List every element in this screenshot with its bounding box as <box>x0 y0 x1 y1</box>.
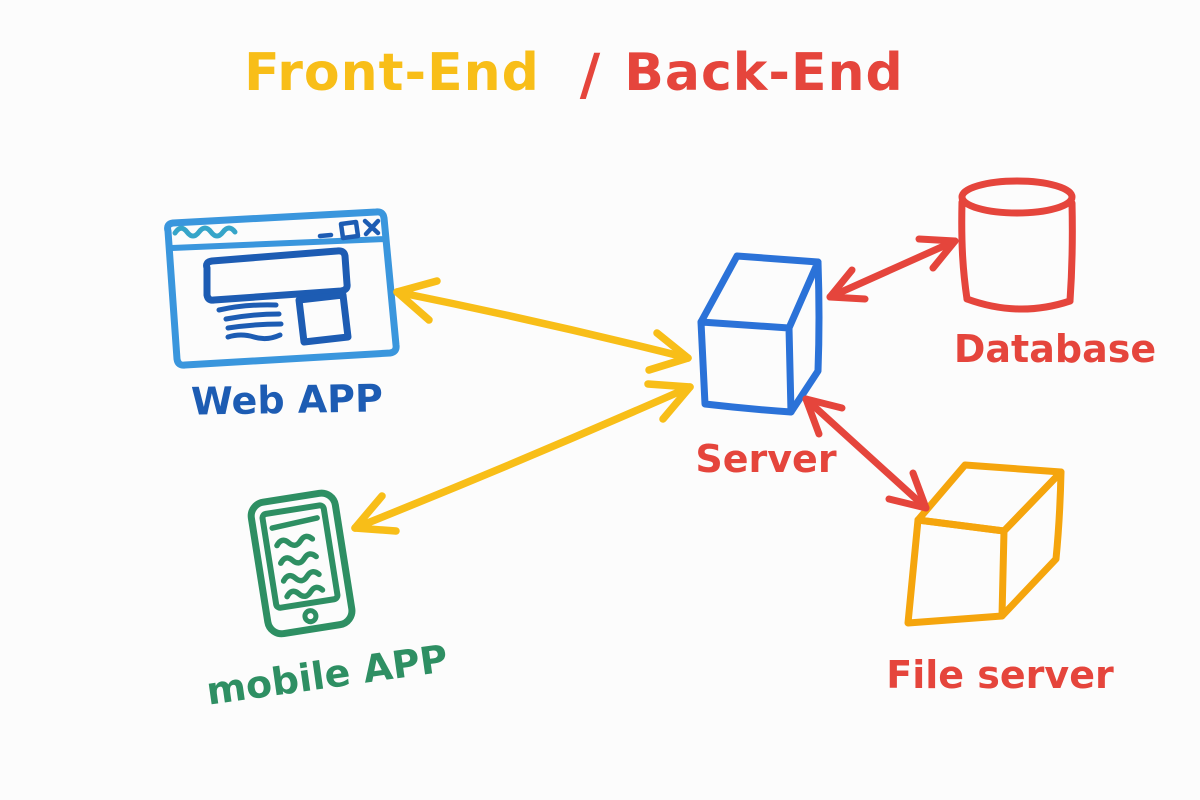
browser-titlebar-divider <box>169 236 389 251</box>
smartphone-sketch <box>247 489 356 638</box>
arrowhead-toward-webapp <box>393 277 441 324</box>
arrow-line <box>351 383 694 532</box>
server-side-face <box>787 258 823 416</box>
phone-screen <box>259 502 341 611</box>
maximize-icon <box>338 219 361 241</box>
content-image-block <box>295 291 352 346</box>
browser-window-controls <box>317 218 381 241</box>
content-text-line <box>223 311 282 322</box>
file-server-box-sketch <box>904 461 1065 627</box>
cylinder-bottom <box>963 295 1074 313</box>
browser-outer-frame <box>164 208 400 369</box>
browser-url-squiggle <box>172 225 238 239</box>
server-label: Server <box>695 437 836 481</box>
server-node: Server <box>695 252 837 481</box>
connection-arrows <box>351 235 959 535</box>
arrow-line <box>826 237 959 301</box>
arrow-mobileapp-server <box>351 380 694 535</box>
database-label: Database <box>954 327 1156 371</box>
screen-squiggle-line <box>284 584 326 600</box>
arrowhead-toward-server <box>644 380 694 423</box>
browser-page-content <box>203 247 352 346</box>
content-text-line <box>216 302 279 313</box>
database-cylinder-sketch <box>958 177 1076 313</box>
arrow-server-database <box>826 235 959 303</box>
content-text-line <box>225 321 284 331</box>
server-box-sketch <box>697 252 823 416</box>
arrowhead-toward-server <box>802 395 846 438</box>
mobile-app-label: mobile APP <box>204 636 451 713</box>
file-server-label: File server <box>886 653 1114 697</box>
web-app-node: Web APP <box>164 208 400 424</box>
arrowhead-toward-database <box>915 235 959 272</box>
home-button <box>302 608 319 625</box>
mobile-app-node: mobile APP <box>204 489 451 714</box>
web-app-label: Web APP <box>191 376 384 423</box>
content-header-block <box>203 247 351 304</box>
arrowhead-toward-server <box>826 266 869 303</box>
cylinder-top <box>958 177 1076 217</box>
file-server-front-face <box>904 516 1008 627</box>
screen-squiggle-line <box>280 569 322 584</box>
arrow-line <box>802 395 930 512</box>
title-separator: / <box>580 43 601 108</box>
cylinder-left-side <box>958 198 971 303</box>
server-front-face <box>697 318 795 416</box>
screen-squiggle-line <box>274 533 316 549</box>
arrowhead-toward-server <box>645 329 692 374</box>
screen-title-line <box>269 515 320 531</box>
arrow-line <box>393 288 692 362</box>
browser-window-frame <box>164 208 400 369</box>
file-server-node: File server <box>886 461 1114 697</box>
screen-squiggle-line <box>278 551 319 566</box>
minimize-icon <box>317 232 334 239</box>
title-frontend: Front-End <box>244 43 540 103</box>
arrow-server-fileserver <box>802 395 930 512</box>
arrowhead-toward-fileserver <box>885 469 930 512</box>
title-backend: Back-End <box>624 43 903 103</box>
phone-body <box>247 489 356 638</box>
cylinder-right-side <box>1066 199 1076 305</box>
content-text-line <box>225 332 283 342</box>
file-server-side-face <box>998 468 1065 620</box>
diagram-title: Front-End / Back-End <box>244 43 903 108</box>
close-icon <box>362 218 381 237</box>
arrowhead-toward-mobileapp <box>351 492 400 535</box>
database-node: Database <box>954 177 1156 371</box>
arrow-webapp-server <box>393 277 692 374</box>
server-top-face <box>697 252 822 332</box>
